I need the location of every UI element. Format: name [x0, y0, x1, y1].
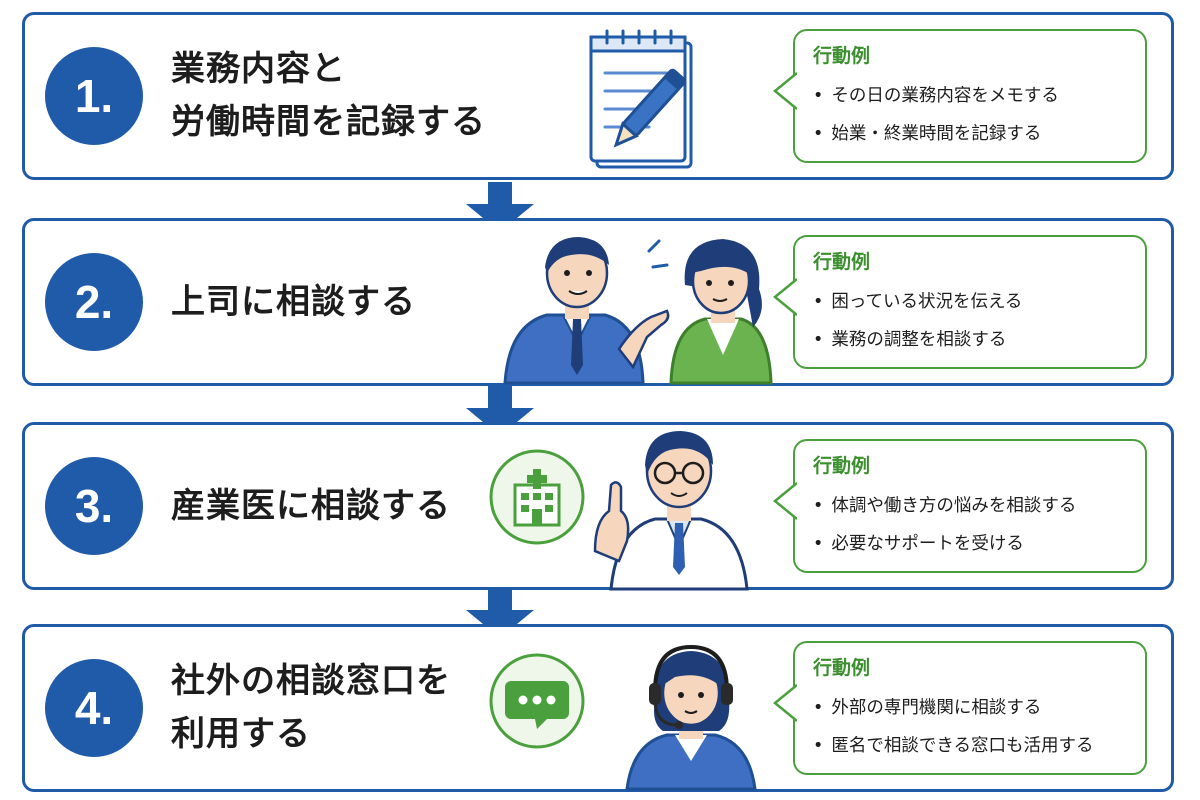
action-example-item: その日の業務内容をメモする: [813, 77, 1059, 115]
boss-and-employee-talking-illustration: [503, 237, 773, 385]
action-examples-bubble-3: 行動例 体調や働き方の悩みを相談する 必要なサポートを受ける: [773, 439, 1147, 573]
down-arrow-icon: [466, 386, 534, 436]
action-examples-heading-4: 行動例: [813, 657, 871, 679]
step-title-4-line-2: 利用する: [171, 714, 311, 754]
action-example-item: 体調や働き方の悩みを相談する: [813, 487, 1076, 525]
action-example-item: 匿名で相談できる窓口も活用する: [813, 727, 1093, 765]
action-example-item: 業務の調整を相談する: [813, 321, 1022, 359]
bubble-tail: [773, 482, 797, 520]
action-examples-list-4: 外部の専門機関に相談する 匿名で相談できる窓口も活用する: [813, 689, 1093, 765]
step-title-1: 業務内容と 労働時間を記録する: [171, 15, 486, 177]
action-example-item: 困っている状況を伝える: [813, 283, 1022, 321]
action-example-item: 外部の専門機関に相談する: [813, 689, 1093, 727]
step-card-2: 2. 上司に相談する 行動例: [22, 218, 1174, 386]
step-number-1: 1.: [45, 47, 143, 145]
bubble-tail: [773, 72, 797, 110]
step-title-4: 社外の相談窓口を 利用する: [171, 627, 451, 789]
step-title-1-line-2: 労働時間を記録する: [171, 102, 486, 142]
step-title-4-line-1: 社外の相談窓口を: [171, 661, 451, 702]
step-title-1-line-1: 業務内容と: [171, 49, 346, 90]
bubble-tail: [773, 684, 797, 722]
action-examples-list-1: その日の業務内容をメモする 始業・終業時間を記録する: [813, 77, 1059, 153]
step-number-2: 2.: [45, 253, 143, 351]
action-example-item: 始業・終業時間を記録する: [813, 115, 1059, 153]
bubble-tail: [773, 278, 797, 316]
action-examples-bubble-2: 行動例 困っている状況を伝える 業務の調整を相談する: [773, 235, 1147, 369]
action-example-item: 必要なサポートを受ける: [813, 525, 1076, 563]
doctor-illustration: [593, 431, 749, 591]
step-number-3: 3.: [45, 457, 143, 555]
step-number-4: 4.: [45, 659, 143, 757]
hospital-icon: [489, 449, 585, 545]
step-title-2: 上司に相談する: [171, 221, 416, 383]
chat-icon: [489, 653, 585, 749]
step-card-3: 3. 産業医に相談する 行動例 体調や働き方の悩みを相談する 必要な: [22, 422, 1174, 591]
down-arrow-icon: [466, 182, 534, 232]
action-examples-heading-2: 行動例: [813, 251, 871, 273]
action-examples-list-3: 体調や働き方の悩みを相談する 必要なサポートを受ける: [813, 487, 1076, 563]
step-card-1: 1. 業務内容と 労働時間を記録する 行動例 その日の業務内容をメモする 始: [22, 12, 1174, 180]
step-title-3-line-1: 産業医に相談する: [171, 485, 451, 526]
action-examples-bubble-1: 行動例 その日の業務内容をメモする 始業・終業時間を記録する: [773, 29, 1147, 163]
action-examples-heading-1: 行動例: [813, 45, 871, 67]
action-examples-bubble-4: 行動例 外部の専門機関に相談する 匿名で相談できる窓口も活用する: [773, 641, 1147, 775]
notepad-pen-icon: [589, 29, 693, 169]
action-examples-list-2: 困っている状況を伝える 業務の調整を相談する: [813, 283, 1022, 359]
step-title-2-line-1: 上司に相談する: [171, 281, 416, 322]
down-arrow-icon: [466, 588, 534, 638]
step-card-4: 4. 社外の相談窓口を 利用する 行動例 外部の専門機関に相談する 匿名で相談で…: [22, 624, 1174, 792]
call-center-operator-illustration: [625, 644, 757, 791]
step-title-3: 産業医に相談する: [171, 425, 451, 587]
action-examples-heading-3: 行動例: [813, 455, 871, 477]
